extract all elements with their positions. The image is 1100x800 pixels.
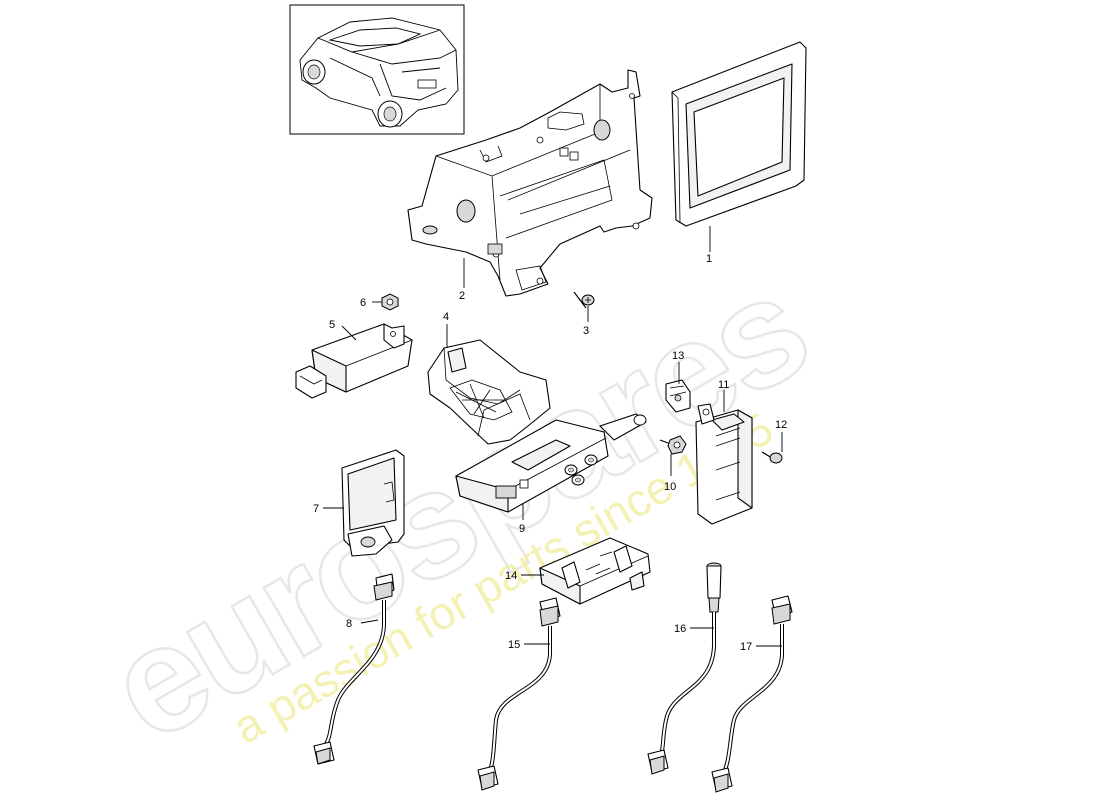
callout-12: 12 — [775, 419, 787, 431]
callout-15: 15 — [508, 639, 520, 651]
callout-10: 10 — [664, 481, 676, 493]
callout-14: 14 — [505, 570, 517, 582]
callout-9: 9 — [519, 523, 525, 535]
part-2-mounting-bracket — [407, 69, 653, 297]
callout-7: 7 — [313, 503, 319, 515]
part-9-receiver — [455, 413, 647, 513]
callout-8: 8 — [346, 618, 352, 630]
part-17-cable — [711, 595, 793, 793]
callout-4: 4 — [443, 311, 449, 323]
part-6-nut — [381, 293, 399, 311]
part-15-cable — [477, 597, 561, 791]
callout-17: 17 — [740, 641, 752, 653]
callout-16: 16 — [674, 623, 686, 635]
part-3-screw — [573, 291, 595, 309]
callout-13: 13 — [672, 350, 684, 362]
part-7-cover — [341, 449, 405, 557]
car-illustration — [299, 17, 459, 128]
part-11-amplifier — [695, 403, 753, 525]
part-13-clip-nut — [665, 379, 691, 413]
part-4-holder — [427, 339, 551, 445]
callout-6: 6 — [360, 297, 366, 309]
callout-3: 3 — [583, 325, 589, 337]
vehicle-thumbnail — [289, 4, 465, 135]
part-14-cable-holder — [539, 537, 651, 605]
part-1-trim-frame — [671, 41, 807, 227]
part-12-screw — [761, 451, 783, 464]
callout-11: 11 — [718, 379, 729, 391]
leader-lines — [323, 226, 783, 647]
part-16-cable — [647, 562, 722, 775]
callout-labels: 1 2 3 4 5 6 7 8 9 10 11 12 13 14 15 16 1… — [313, 253, 787, 653]
part-5-control-module — [295, 323, 413, 399]
part-10-bolt — [659, 435, 687, 455]
callout-1: 1 — [706, 253, 712, 265]
part-8-cable — [313, 573, 395, 765]
callout-2: 2 — [459, 290, 465, 302]
callout-5: 5 — [329, 319, 335, 331]
